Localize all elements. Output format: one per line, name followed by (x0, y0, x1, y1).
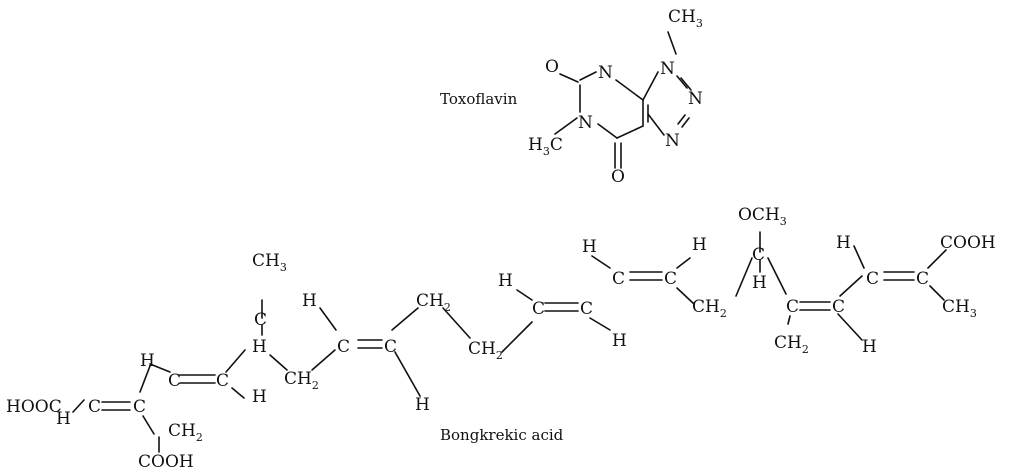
toxoflavin-n5: N (578, 113, 593, 133)
hooc-label: HOOC (6, 397, 62, 417)
c-label: C (532, 299, 545, 319)
bond (149, 363, 171, 373)
c-label: C (337, 337, 350, 357)
bond (735, 257, 753, 297)
ch2-label: CH2 (284, 369, 319, 392)
bond (139, 365, 151, 393)
bond (394, 351, 421, 397)
bond (442, 307, 471, 339)
bond (501, 321, 533, 353)
och3-label: OCH3 (738, 205, 787, 228)
ch2-label: CH2 (692, 297, 727, 320)
ch2-label: CH2 (468, 339, 503, 362)
bond (616, 125, 644, 139)
bond (787, 315, 791, 325)
bond (642, 71, 659, 101)
ch3-label: CH3 (942, 297, 977, 320)
bond (927, 249, 947, 269)
h-label: H (140, 351, 155, 371)
bond (269, 354, 288, 371)
bond (231, 387, 245, 399)
bond (677, 114, 686, 125)
bongkrekic-structure: HOOC H C C H CH2 COOH C C H H C CH3 CH2 … (6, 205, 996, 472)
h-label: H (752, 273, 767, 293)
h-label: H (302, 291, 317, 311)
ch3-label: CH3 (252, 251, 287, 274)
bond (680, 77, 692, 91)
bond (142, 415, 155, 435)
bond (837, 313, 863, 341)
bond (579, 71, 597, 81)
c-label: C (88, 397, 101, 417)
toxoflavin-n4: N (598, 63, 613, 83)
h-label: H (56, 409, 71, 429)
h-label: H (252, 337, 267, 357)
ch2-label: CH2 (168, 421, 203, 444)
toxoflavin-h3c: H3C (528, 135, 563, 158)
c-label: C (664, 269, 677, 289)
cooh-bottom-label: COOH (138, 452, 194, 472)
bond (589, 317, 611, 331)
bond (559, 73, 579, 83)
bond (516, 289, 533, 301)
toxoflavin-caption: Toxoflavin (440, 90, 518, 108)
c-label: C (254, 310, 267, 330)
toxoflavin-ch3: CH3 (668, 7, 703, 30)
c-label: C (384, 337, 397, 357)
toxoflavin-n2: N (688, 89, 703, 109)
h-label: H (582, 237, 597, 257)
bond (615, 79, 644, 101)
toxoflavin-o2: O (611, 167, 625, 187)
c-label: C (786, 297, 799, 317)
c-label: C (612, 269, 625, 289)
bond (676, 75, 688, 89)
bond (767, 257, 787, 295)
bond (853, 245, 865, 269)
h-label: H (252, 387, 267, 407)
bond (681, 117, 690, 128)
bond (839, 275, 863, 297)
bond (929, 285, 945, 301)
toxoflavin-o1: O (545, 57, 559, 77)
h-label: H (836, 233, 851, 253)
c-label: C (133, 397, 146, 417)
h-label: H (612, 331, 627, 351)
bond (319, 307, 337, 331)
bond (676, 257, 691, 269)
bond (391, 307, 419, 331)
bond (676, 287, 695, 305)
bond (311, 349, 336, 371)
c-label: C (832, 297, 845, 317)
c-label: C (216, 371, 229, 391)
toxoflavin-n1: N (660, 59, 675, 79)
bond (647, 113, 665, 136)
h-label: H (862, 337, 877, 357)
ch2-label: CH2 (774, 333, 809, 356)
c-label: C (916, 269, 929, 289)
c-label: C (752, 245, 765, 265)
toxoflavin-n3: N (665, 131, 680, 151)
bond (72, 399, 85, 413)
toxoflavin-structure: CH3 N N N N N O O H3C (528, 7, 703, 187)
ch2-label: CH2 (416, 291, 451, 314)
c-label: C (866, 269, 879, 289)
c-label: C (580, 299, 593, 319)
c-label: C (168, 371, 181, 391)
bond (667, 31, 677, 55)
h-label: H (415, 395, 430, 415)
bongkrekic-caption: Bongkrekic acid (440, 426, 564, 444)
cooh-right-label: COOH (940, 233, 996, 253)
bond (225, 349, 246, 373)
bond (597, 123, 618, 139)
bond (554, 117, 578, 135)
h-label: H (692, 235, 707, 255)
h-label: H (498, 271, 513, 291)
bond (591, 255, 611, 269)
